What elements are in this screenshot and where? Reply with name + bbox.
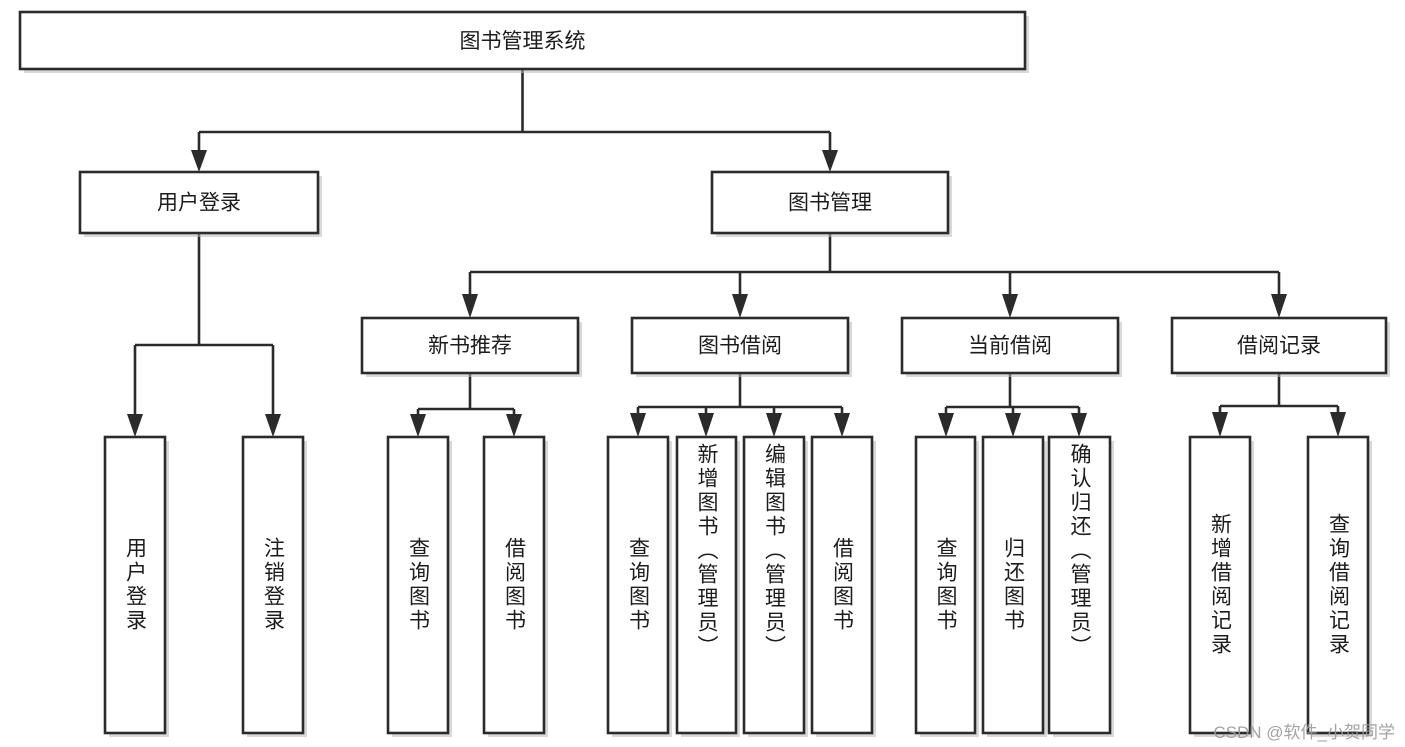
leaf-node-box-edit-book-admin[interactable] bbox=[742, 435, 806, 735]
level3-node-label-book-borrow: 图书借阅 bbox=[698, 335, 782, 358]
leaf-node-box-query-book-borrow[interactable] bbox=[606, 435, 670, 735]
leaf-node-box-logout[interactable] bbox=[241, 435, 305, 735]
arrow-to-record bbox=[1271, 294, 1287, 318]
arrow-borrow-leaf-3 bbox=[766, 413, 782, 437]
level2-node-label-user-login: 用户登录 bbox=[157, 192, 241, 215]
leaf-node-box-return-book[interactable] bbox=[981, 435, 1045, 735]
arrow-to-borrow bbox=[732, 294, 748, 318]
arrow-record-leaf-1 bbox=[1212, 412, 1228, 437]
leaf-node-box-query-book-newbook[interactable] bbox=[386, 435, 450, 735]
leaf-node-box-user-login[interactable] bbox=[103, 435, 167, 735]
level2-node-box-book-management[interactable] bbox=[710, 170, 950, 235]
level3-node-box-current-borrow[interactable] bbox=[900, 316, 1120, 375]
arrow-newbook-leaf-1 bbox=[410, 414, 426, 437]
arrow-borrow-leaf-2 bbox=[698, 413, 714, 437]
arrow-userlogin-leaf-2 bbox=[265, 414, 281, 437]
root-node-label: 图书管理系统 bbox=[460, 30, 586, 53]
leaf-node-box-query-book-current[interactable] bbox=[914, 435, 977, 735]
arrow-record-leaf-2 bbox=[1330, 412, 1346, 437]
level3-node-box-book-borrow[interactable] bbox=[630, 316, 850, 375]
arrow-borrow-leaf-1 bbox=[630, 413, 646, 437]
arrow-current-leaf-2 bbox=[1005, 413, 1021, 437]
arrow-current-leaf-3 bbox=[1071, 413, 1087, 437]
connector-group bbox=[127, 69, 1346, 437]
level2-node-box-user-login[interactable] bbox=[78, 170, 320, 235]
arrow-current-leaf-1 bbox=[938, 413, 954, 437]
leaf-node-box-add-book-admin[interactable] bbox=[675, 435, 738, 735]
arrow-newbook-leaf-2 bbox=[506, 414, 522, 437]
level3-node-box-borrow-record[interactable] bbox=[1170, 316, 1388, 375]
level3-node-box-new-book-recommend[interactable] bbox=[360, 316, 580, 375]
root-node-box[interactable] bbox=[18, 10, 1027, 71]
arrow-borrow-leaf-4 bbox=[834, 413, 850, 437]
csdn-watermark: CSDN @软件_小贺同学 bbox=[1213, 723, 1395, 742]
leaf-node-box-query-borrow-record[interactable] bbox=[1306, 435, 1370, 735]
level3-node-label-current-borrow: 当前借阅 bbox=[968, 335, 1052, 358]
arrow-to-new-book bbox=[462, 294, 478, 318]
leaf-node-box-borrow-book[interactable] bbox=[810, 435, 874, 735]
leaf-node-box-confirm-return-admin[interactable] bbox=[1047, 435, 1112, 735]
level3-node-label-new-book-recommend: 新书推荐 bbox=[428, 335, 512, 358]
leaf-node-box-add-borrow-record[interactable] bbox=[1188, 435, 1252, 735]
level2-node-label-book-management: 图书管理 bbox=[788, 192, 872, 215]
arrow-userlogin-leaf-1 bbox=[127, 414, 143, 437]
node-group: 图书管理系统 用户登录 图书管理 新书推荐 图书借阅 当前借阅 借阅记录 bbox=[18, 10, 1390, 737]
leaf-node-box-borrow-book-newbook[interactable] bbox=[482, 435, 546, 735]
level3-node-label-borrow-record: 借阅记录 bbox=[1237, 335, 1321, 358]
arrow-to-current bbox=[1002, 294, 1018, 318]
arrow-root-to-book-mgmt bbox=[822, 150, 838, 172]
arrow-root-to-user-login bbox=[191, 150, 207, 172]
